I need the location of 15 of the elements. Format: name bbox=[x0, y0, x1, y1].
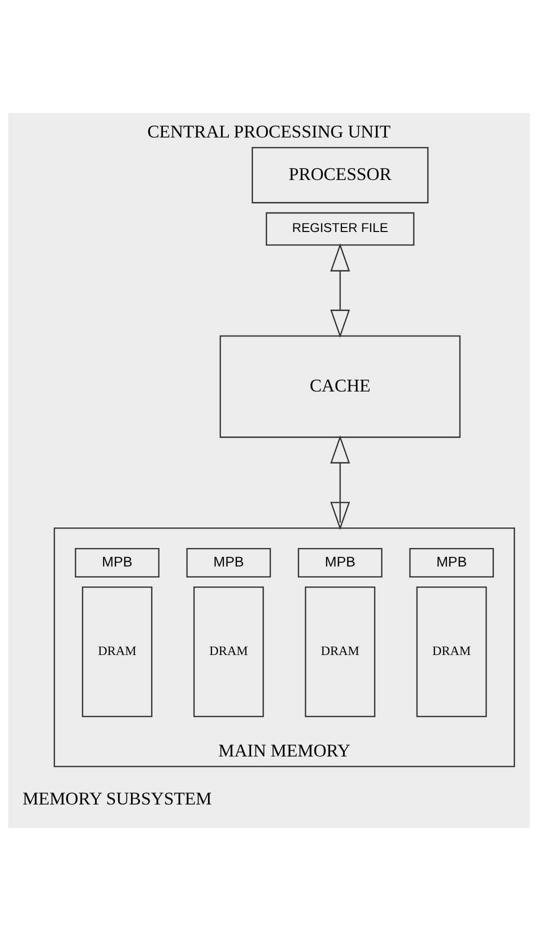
node-box: CACHE bbox=[220, 335, 461, 438]
node-box: DRAM bbox=[304, 586, 376, 718]
caption: MEMORY SUBSYSTEM bbox=[22, 788, 212, 809]
node-box: DRAM bbox=[416, 586, 487, 718]
arrow bbox=[330, 243, 350, 338]
node-box: MPB bbox=[74, 548, 160, 578]
node-box: MPB bbox=[186, 548, 271, 578]
diagram-title: CENTRAL PROCESSING UNIT bbox=[147, 122, 391, 142]
node-box: DRAM bbox=[193, 586, 264, 718]
arrow bbox=[330, 435, 350, 530]
node-box: DRAM bbox=[82, 586, 152, 718]
node-box: MPB bbox=[298, 548, 382, 578]
node-box: PROCESSOR bbox=[252, 146, 429, 204]
node-box: REGISTER FILE bbox=[266, 212, 414, 246]
node-box: MPB bbox=[409, 548, 494, 578]
